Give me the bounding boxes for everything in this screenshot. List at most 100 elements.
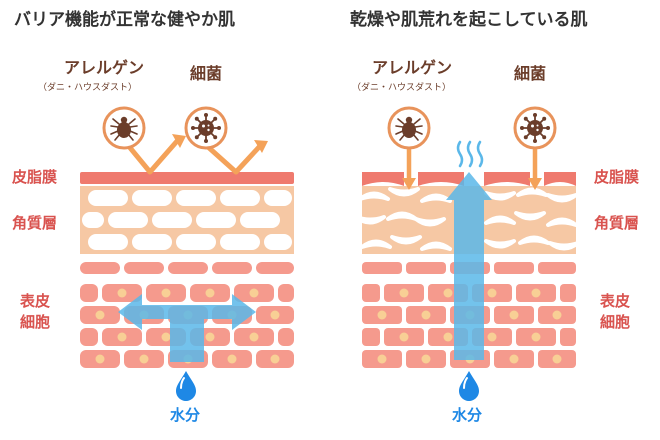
epidermis-cell [538,262,576,274]
cell-nucleus [139,354,149,364]
epidermis-cell [256,262,294,274]
stratum-cell [88,190,128,206]
stratum-cell [220,234,260,250]
cell-nucleus [421,310,431,320]
stratum-flake [420,241,452,251]
epidermis-cell [560,328,576,346]
right-stratum-label: 角質層 [594,214,640,232]
cell-nucleus [117,288,127,298]
left-panel-title: バリア機能が正常な健やか肌 [14,10,235,30]
left-sebum-film [80,172,294,184]
stratum-cell [132,234,172,250]
cell-nucleus [377,310,387,320]
cell-nucleus [443,332,453,342]
left-epidermis-label-1: 表皮 [20,292,51,310]
epidermis-cell [168,262,208,274]
stratum-flake [518,235,550,245]
left-deflect-arrowheads [172,134,268,153]
epidermis-cell [362,284,380,302]
stratum-flake [514,211,546,221]
stratum-cell [88,234,128,250]
right-water-drop-icon [459,371,479,401]
left-stratum-label: 角質層 [12,214,58,232]
right-sebum-film-broken [362,172,576,186]
cell-nucleus [205,332,215,342]
right-sebum-label: 皮脂膜 [594,168,640,186]
right-penetrating-arrows [406,145,538,183]
epidermis-cell [362,262,402,274]
cell-nucleus [205,288,215,298]
left-deflected-arrows [119,135,263,175]
stratum-cell [264,190,292,206]
right-stratum-cells [354,187,580,251]
epidermis-cell [124,262,164,274]
cell-nucleus [552,354,562,364]
stratum-cell [176,234,216,250]
cell-nucleus [531,288,541,298]
stratum-flake [386,211,418,221]
stratum-flake [388,187,420,197]
stratum-flake [354,215,386,225]
cell-nucleus [487,332,497,342]
epidermis-cell [80,284,98,302]
left-allergen-sublabel: （ダニ・ハウスダスト） [38,83,138,93]
cell-nucleus [421,354,431,364]
stratum-flake [548,241,580,251]
left-bacteria-label: 細菌 [190,64,223,83]
epidermis-cell [560,284,576,302]
cell-nucleus [161,332,171,342]
epidermis-cell [80,262,120,274]
right-drop-highlight [463,377,468,389]
right-germ-icon [519,112,551,144]
left-stratum-cells [82,190,292,250]
stratum-cell [152,212,192,228]
cell-nucleus [443,288,453,298]
stratum-flake [390,235,422,245]
epidermis-cell [278,328,294,346]
stratum-flake [360,239,392,249]
cell-nucleus [161,288,171,298]
right-water-label: 水分 [452,406,483,424]
right-epidermis-label-1: 表皮 [600,292,631,310]
right-allergen-sublabel: （ダニ・ハウスダスト） [352,83,452,93]
stratum-flake [546,217,578,227]
stratum-cell [240,212,280,228]
left-water-retained-arrow [118,294,256,362]
right-penetrate-arrowheads [402,178,542,190]
stratum-cell [108,212,148,228]
stratum-flake [358,191,390,201]
cell-nucleus [249,332,259,342]
left-water-drop-icon [176,371,196,401]
cell-nucleus [95,310,105,320]
stratum-flake [420,193,452,203]
cell-nucleus [509,310,519,320]
right-allergen-label: アレルゲン [372,58,453,77]
stratum-flake [546,193,578,203]
cell-nucleus [531,332,541,342]
right-water-escape-arrow [446,172,492,360]
epidermis-cell [80,328,98,346]
cell-nucleus [117,332,127,342]
stratum-cell [264,234,292,250]
cell-nucleus [487,288,497,298]
left-drop-highlight [180,377,185,389]
stratum-cell [220,190,260,206]
stratum-flake [484,191,516,201]
stratum-flake [516,187,548,197]
epidermis-cell [278,284,294,302]
cell-nucleus [227,354,237,364]
stratum-flake [414,217,446,227]
right-panel-title: 乾燥や肌荒れを起こしている肌 [350,10,588,30]
cell-nucleus [270,310,280,320]
right-bacteria-label: 細菌 [514,64,547,83]
cell-nucleus [399,332,409,342]
epidermis-cell [212,262,252,274]
cell-nucleus [95,354,105,364]
epidermis-cell [494,262,534,274]
stratum-cell [176,190,216,206]
stratum-cell [196,212,236,228]
right-epidermis-label-2: 細胞 [600,313,631,331]
stratum-flake [484,239,516,249]
